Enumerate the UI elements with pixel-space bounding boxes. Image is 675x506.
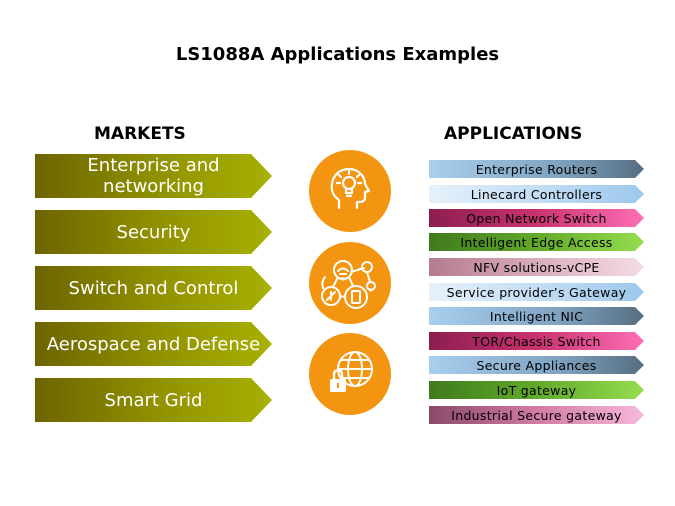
application-label: IoT gateway <box>496 382 577 398</box>
network-devices-icon <box>309 242 391 324</box>
application-arrow: NFV solutions-vCPE <box>429 258 644 276</box>
market-label: Switch and Control <box>68 277 239 299</box>
application-label: Industrial Secure gateway <box>451 407 622 423</box>
application-label: Intelligent Edge Access <box>460 234 613 250</box>
application-arrow: Service provider’s Gateway <box>429 283 644 301</box>
application-arrow: Industrial Secure gateway <box>429 406 644 424</box>
application-label: NFV solutions-vCPE <box>473 259 600 275</box>
application-arrow: Open Network Switch <box>429 209 644 227</box>
application-arrow: IoT gateway <box>429 381 644 399</box>
market-arrow: Aerospace and Defense <box>35 322 272 366</box>
application-arrow: Secure Appliances <box>429 356 644 374</box>
market-arrow: Enterprise and networking <box>35 154 272 198</box>
market-arrow: Switch and Control <box>35 266 272 310</box>
application-arrow: Linecard Controllers <box>429 185 644 203</box>
application-arrow: TOR/Chassis Switch <box>429 332 644 350</box>
application-arrow: Intelligent NIC <box>429 307 644 325</box>
market-label: Enterprise and networking <box>87 155 220 197</box>
application-label: Linecard Controllers <box>470 186 603 202</box>
market-label: Security <box>116 221 191 243</box>
globe-lock-icon <box>309 333 391 415</box>
application-label: Open Network Switch <box>466 210 607 226</box>
application-arrow: Intelligent Edge Access <box>429 233 644 251</box>
application-label: Enterprise Routers <box>475 161 598 177</box>
markets-heading: MARKETS <box>94 124 186 144</box>
market-arrow: Smart Grid <box>35 378 272 422</box>
applications-heading: APPLICATIONS <box>444 124 583 144</box>
head-lightbulb-icon <box>309 150 391 232</box>
market-arrow: Security <box>35 210 272 254</box>
page-title: LS1088A Applications Examples <box>175 44 500 65</box>
market-label: Aerospace and Defense <box>46 333 261 355</box>
application-label: TOR/Chassis Switch <box>472 333 601 349</box>
application-label: Service provider’s Gateway <box>446 284 627 300</box>
application-label: Secure Appliances <box>476 357 597 373</box>
market-label: Smart Grid <box>104 389 203 411</box>
application-label: Intelligent NIC <box>489 308 584 324</box>
application-arrow: Enterprise Routers <box>429 160 644 178</box>
